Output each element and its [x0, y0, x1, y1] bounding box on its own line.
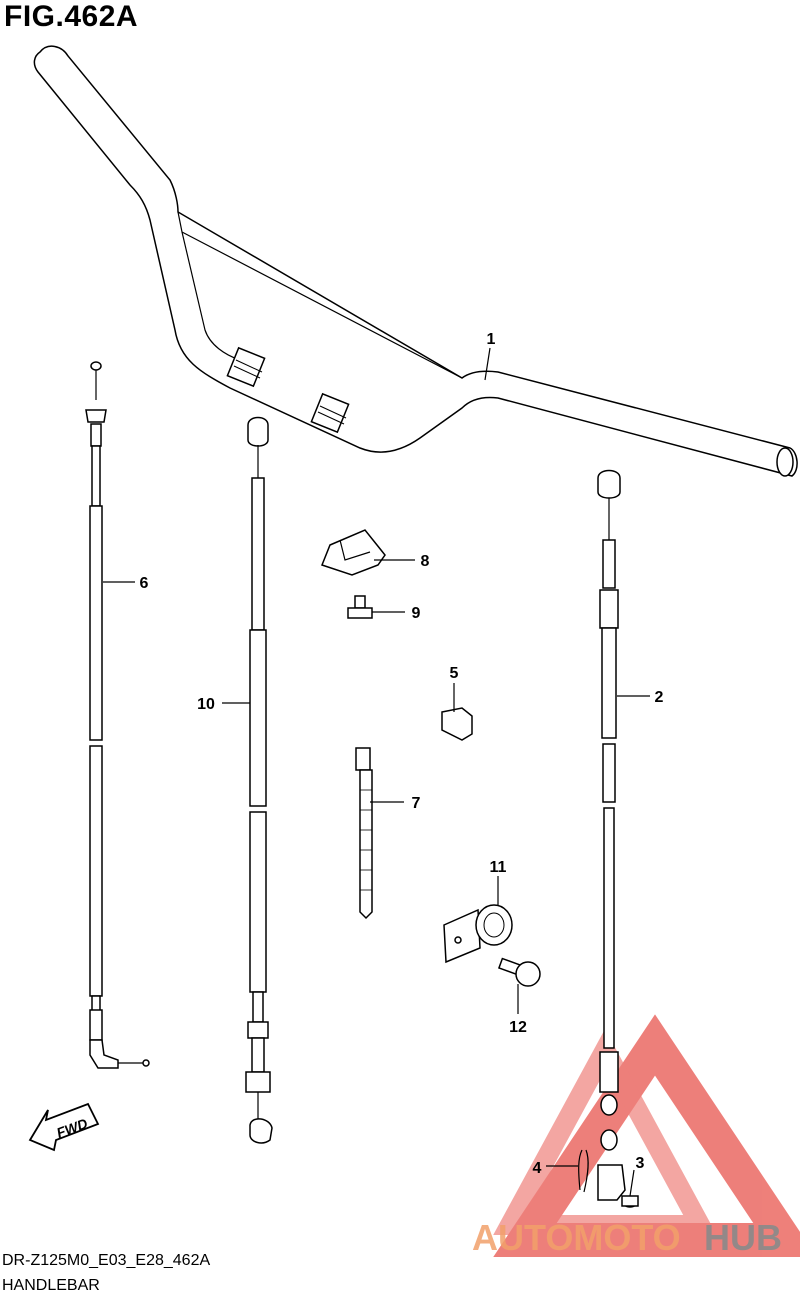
pin-part-3	[621, 1195, 639, 1208]
watermark-text: AUTOMOTO HUB	[472, 1217, 782, 1258]
handlebar-part-1	[33, 45, 798, 477]
cotter-pin-part-4	[578, 1149, 589, 1193]
cable-part-10	[245, 416, 273, 1144]
cable-part-6	[85, 361, 150, 1069]
footer-name: HANDLEBAR	[2, 1277, 100, 1294]
bolt-part-12	[497, 957, 541, 987]
footer-code: DR-Z125M0_E03_E28_462A	[2, 1252, 211, 1269]
cable-part-2	[597, 469, 626, 1201]
callout-4: 4	[533, 1160, 542, 1177]
watermark-logo	[493, 1014, 800, 1257]
callout-9: 9	[412, 605, 421, 622]
callout-2: 2	[655, 689, 664, 706]
fwd-arrow-icon: FWD	[28, 1102, 100, 1152]
callout-8: 8	[421, 553, 430, 570]
callout-10: 10	[197, 696, 215, 713]
callout-11: 11	[490, 859, 507, 876]
watermark-part1: AUTOMOTO	[472, 1217, 681, 1258]
watermark-part2: HUB	[704, 1217, 782, 1258]
callout-3: 3	[636, 1155, 645, 1172]
figure-title: FIG.462A	[4, 0, 139, 33]
callout-1: 1	[487, 331, 496, 348]
clip-part-5	[441, 707, 473, 741]
callout-labels: 1 2 3 4 5 6 7 8 9 10 11 12	[140, 331, 664, 1177]
callout-6: 6	[140, 575, 149, 592]
callout-12: 12	[509, 1019, 527, 1036]
leader-lines	[103, 347, 650, 1197]
clamp-part-8	[321, 529, 386, 576]
callout-5: 5	[450, 665, 459, 682]
bracket-part-11	[443, 904, 513, 964]
cable-tie-part-7	[355, 747, 373, 920]
callout-7: 7	[412, 795, 421, 812]
bolt-part-9	[347, 595, 373, 619]
